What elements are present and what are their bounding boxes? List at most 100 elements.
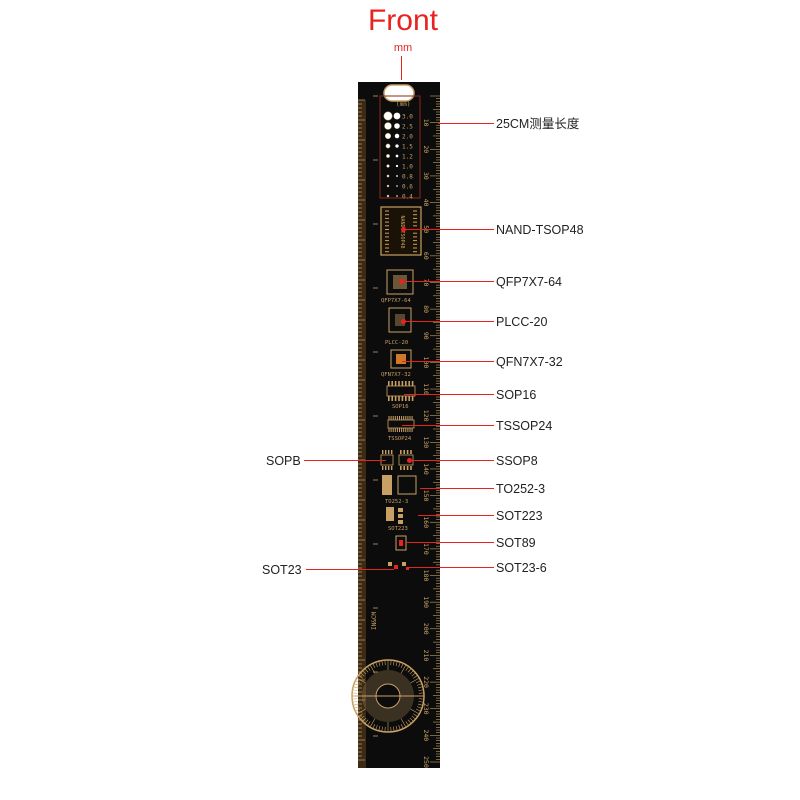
- scale-number: 30: [422, 172, 430, 180]
- callout-length: 25CM测量长度: [496, 117, 580, 131]
- sot89-footprint: [395, 535, 407, 551]
- callout-line-sot236: [408, 567, 494, 568]
- svg-text:SOP16: SOP16: [392, 404, 409, 410]
- qfn-footprint-label: QFN7X7-32: [381, 372, 411, 378]
- qfp-footprint: [386, 269, 414, 295]
- gauge-hole: [386, 174, 390, 178]
- sot223-footprint: [386, 507, 394, 521]
- callout-line-nand: [404, 229, 494, 230]
- to252-footprint-label: TO252-3: [385, 499, 408, 505]
- callout-line-sot223: [418, 515, 494, 516]
- callout-nand: NAND-TSOP48: [496, 223, 584, 237]
- callout-sopb: SOPB: [266, 454, 301, 468]
- callout-line-ssop8: [410, 460, 494, 461]
- hole-gauge: 3.02.52.01.51.21.00.80.60.4: [383, 111, 413, 201]
- callout-line-tssop: [402, 425, 494, 426]
- scale-number: 20: [422, 145, 430, 153]
- plcc-footprint: [388, 307, 412, 333]
- scale-number: 130: [422, 436, 430, 448]
- callout-line-plcc: [404, 321, 494, 322]
- gauge-hole: [386, 154, 390, 158]
- scale-number: 250: [422, 756, 430, 768]
- right-mm-scale: 1020304050607080901001101201301401501601…: [422, 95, 440, 768]
- callout-line-to252: [420, 488, 494, 489]
- sop16-footprint: [386, 381, 416, 401]
- callout-sot223: SOT223: [496, 509, 543, 523]
- callout-line-sop16: [404, 394, 494, 395]
- sot223-footprint-label: SOT223: [388, 526, 408, 532]
- gauge-hole: [384, 132, 392, 140]
- scale-number: 220: [422, 676, 430, 688]
- gauge-hole: [395, 164, 399, 168]
- tssop24-footprint: [387, 416, 415, 432]
- callout-sot23: SOT23: [262, 563, 302, 577]
- callout-qfn: QFN7X7-32: [496, 355, 563, 369]
- scale-number: 100: [422, 357, 430, 369]
- sot23-6-footprint: [402, 562, 406, 566]
- gauge-hole: [395, 154, 399, 158]
- scale-number: 170: [422, 543, 430, 555]
- sopb-ssop8-footprints: [380, 450, 414, 470]
- scale-number: 120: [422, 410, 430, 422]
- gauge-hole: [396, 175, 398, 177]
- scale-number: 160: [422, 516, 430, 528]
- scale-number: 40: [422, 199, 430, 207]
- side-scale-label: IN&CM: [371, 612, 378, 630]
- callout-sot236: SOT23-6: [496, 561, 547, 575]
- scale-number: 190: [422, 596, 430, 608]
- callout-line-length: [438, 123, 494, 124]
- scale-number: 200: [422, 623, 430, 635]
- gauge-hole: [396, 185, 398, 187]
- gauge-hole: [383, 111, 393, 121]
- callout-tssop: TSSOP24: [496, 419, 553, 433]
- plcc-footprint-label: PLCC-20: [385, 340, 408, 346]
- unit-label: mm: [393, 42, 413, 54]
- title-pointer-line: [401, 56, 402, 80]
- scale-number: 230: [422, 703, 430, 715]
- scale-number: 80: [422, 305, 430, 313]
- hole-size-label: 3.0: [402, 114, 413, 121]
- scale-number: 60: [422, 252, 430, 260]
- hole-gauge-header: (mm): [396, 101, 410, 108]
- protractor: [351, 659, 425, 733]
- callout-line-sopb: [304, 460, 386, 461]
- qfn-footprint: [390, 349, 412, 369]
- callout-line-qfp: [402, 281, 494, 282]
- sot23-footprint: [388, 562, 392, 566]
- scale-number: 70: [422, 279, 430, 287]
- scale-number: 180: [422, 570, 430, 582]
- hole-size-label: 0.8: [402, 174, 413, 181]
- to252-tab: [382, 475, 392, 495]
- hole-gauge-frame: [379, 95, 421, 199]
- hole-size-label: 1.2: [402, 154, 413, 161]
- scale-number: 90: [422, 332, 430, 340]
- scale-number: 110: [422, 383, 430, 395]
- gauge-hole: [396, 195, 398, 197]
- callout-ssop8: SSOP8: [496, 454, 538, 468]
- scale-number: 140: [422, 463, 430, 475]
- gauge-hole: [386, 194, 390, 198]
- callout-plcc: PLCC-20: [496, 315, 548, 329]
- scale-number: 210: [422, 650, 430, 662]
- callout-to252: TO252-3: [496, 482, 546, 496]
- callout-sop16: SOP16: [496, 388, 537, 402]
- scale-number: 150: [422, 490, 430, 502]
- qfp-footprint-label: QFP7X7-64: [381, 298, 411, 304]
- view-title: Front: [367, 4, 439, 37]
- hole-size-label: 2.5: [402, 124, 413, 131]
- tssop-footprint-label: TSSOP24: [388, 436, 412, 442]
- nand-footprint-label: NAND-TSOP48: [399, 215, 405, 248]
- hole-size-label: 2.0: [402, 134, 413, 141]
- gauge-hole: [394, 123, 400, 129]
- scale-number: 10: [422, 119, 430, 127]
- callout-line-sot89: [406, 542, 494, 543]
- hang-slot: [383, 84, 415, 102]
- gauge-hole: [393, 112, 401, 120]
- left-edge-ticks: [358, 99, 365, 761]
- callout-line-sot23: [306, 569, 394, 570]
- scale-number: 240: [422, 729, 430, 741]
- callout-line-qfn: [402, 361, 494, 362]
- gauge-hole: [395, 144, 399, 148]
- left-edge-strip: [358, 100, 366, 768]
